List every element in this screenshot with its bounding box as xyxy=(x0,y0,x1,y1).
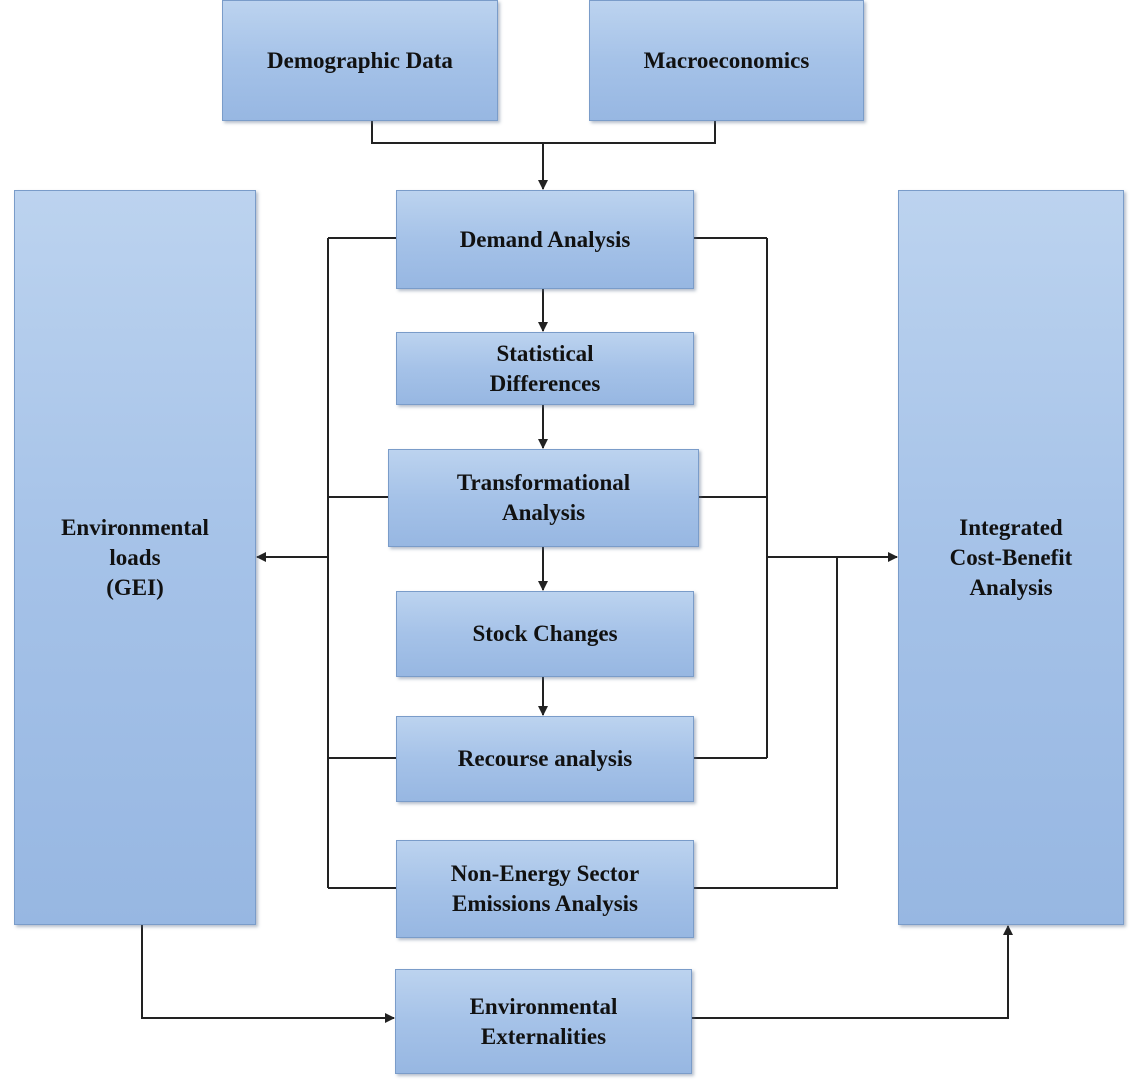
node-statistical-differences: Statistical Differences xyxy=(396,332,694,405)
arrow-env-loads-to-externalities xyxy=(141,925,395,1023)
node-stock-changes: Stock Changes xyxy=(396,591,694,677)
node-recourse-analysis: Recourse analysis xyxy=(396,716,694,802)
node-transformational-analysis: Transformational Analysis xyxy=(388,449,699,547)
node-non-energy-emissions: Non-Energy Sector Emissions Analysis xyxy=(396,840,694,938)
node-environmental-externalities: Environmental Externalities xyxy=(395,969,692,1074)
right-tap-non-energy xyxy=(694,557,838,889)
arrow-externalities-to-cost-benefit xyxy=(692,925,1013,1019)
node-environmental-loads: Environmental loads (GEI) xyxy=(14,190,256,925)
node-macroeconomics: Macroeconomics xyxy=(589,0,864,121)
node-demographic-data: Demographic Data xyxy=(222,0,498,121)
node-integrated-cost-benefit: Integrated Cost-Benefit Analysis xyxy=(898,190,1124,925)
node-demand-analysis: Demand Analysis xyxy=(396,190,694,289)
connector-inputs-merge xyxy=(371,121,716,144)
